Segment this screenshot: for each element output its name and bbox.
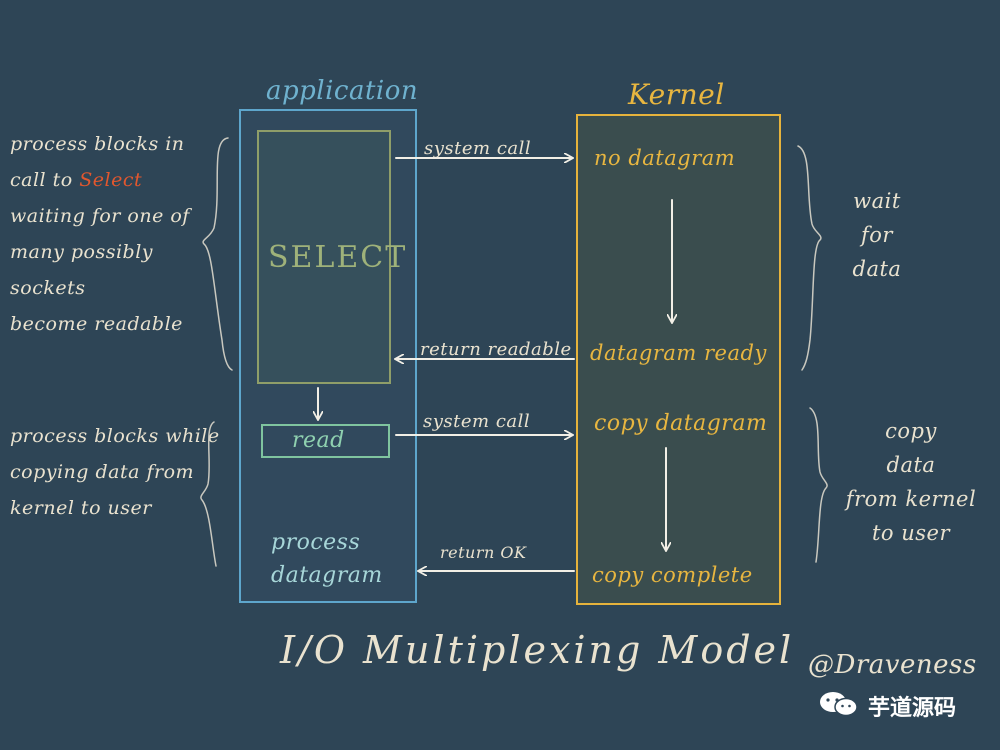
kernel-title: Kernel <box>628 78 725 111</box>
arrow-label-return-readable: return readable <box>420 339 572 360</box>
note-wait-line-3: data <box>852 257 902 281</box>
note-top-line-4: many possibly sockets <box>10 241 154 299</box>
note-top-line-3: waiting for one of <box>10 205 190 227</box>
note-wait-line-1: wait <box>853 189 901 213</box>
note-bottom-line-2: copying data from <box>10 461 195 483</box>
brace-right-top <box>797 145 822 371</box>
kernel-step-copy-complete: copy complete <box>592 563 753 587</box>
note-top-line-1: process blocks in <box>10 133 185 155</box>
note-copy-line-2: data <box>886 453 936 477</box>
process-datagram-line-2: datagram <box>271 563 383 588</box>
kernel-step-copy-datagram: copy datagram <box>594 411 768 436</box>
note-bottom-line-3: kernel to user <box>10 497 152 519</box>
note-bottom-line-1: process blocks while <box>10 425 220 447</box>
note-wait-line-2: for <box>861 223 893 247</box>
diagram-title: I/O Multiplexing Model <box>280 628 795 672</box>
note-copy-line-1: copy <box>885 419 937 443</box>
brand-name: 芋道源码 <box>868 696 957 721</box>
arrow-label-return-ok: return OK <box>440 543 527 562</box>
arrow-label-system-call-2: system call <box>423 411 531 432</box>
note-copy-line-4: to user <box>871 521 951 545</box>
read-label: read <box>292 428 345 453</box>
brace-left-top <box>202 137 233 371</box>
kernel-box <box>576 114 781 605</box>
wechat-icon <box>820 692 858 717</box>
note-top-line-2-prefix: call to <box>10 169 80 191</box>
read-box <box>261 424 390 458</box>
brace-left-bottom <box>200 421 217 567</box>
arrow-label-system-call-1: system call <box>424 138 532 159</box>
note-top-line-5: become readable <box>10 313 183 335</box>
application-title: application <box>266 76 419 106</box>
select-label: SELECT <box>268 240 408 275</box>
kernel-step-datagram-ready: datagram ready <box>590 341 767 365</box>
kernel-step-no-datagram: no datagram <box>594 146 736 170</box>
note-process-blocks-copying: process blocks while copying data from k… <box>10 418 220 526</box>
author-signature: @Draveness <box>808 650 977 680</box>
note-select-highlight: Select <box>79 169 143 191</box>
note-wait-for-data: wait for data <box>832 184 922 286</box>
brace-right-bottom <box>809 407 828 563</box>
note-top-line-2: call to Select <box>10 162 220 198</box>
note-process-blocks-select: process blocks in call to Select waiting… <box>10 126 220 342</box>
select-box <box>257 130 391 384</box>
note-copy-line-3: from kernel <box>845 487 977 511</box>
process-datagram-line-1: process <box>271 530 361 555</box>
note-copy-data: copy data from kernel to user <box>836 414 986 550</box>
